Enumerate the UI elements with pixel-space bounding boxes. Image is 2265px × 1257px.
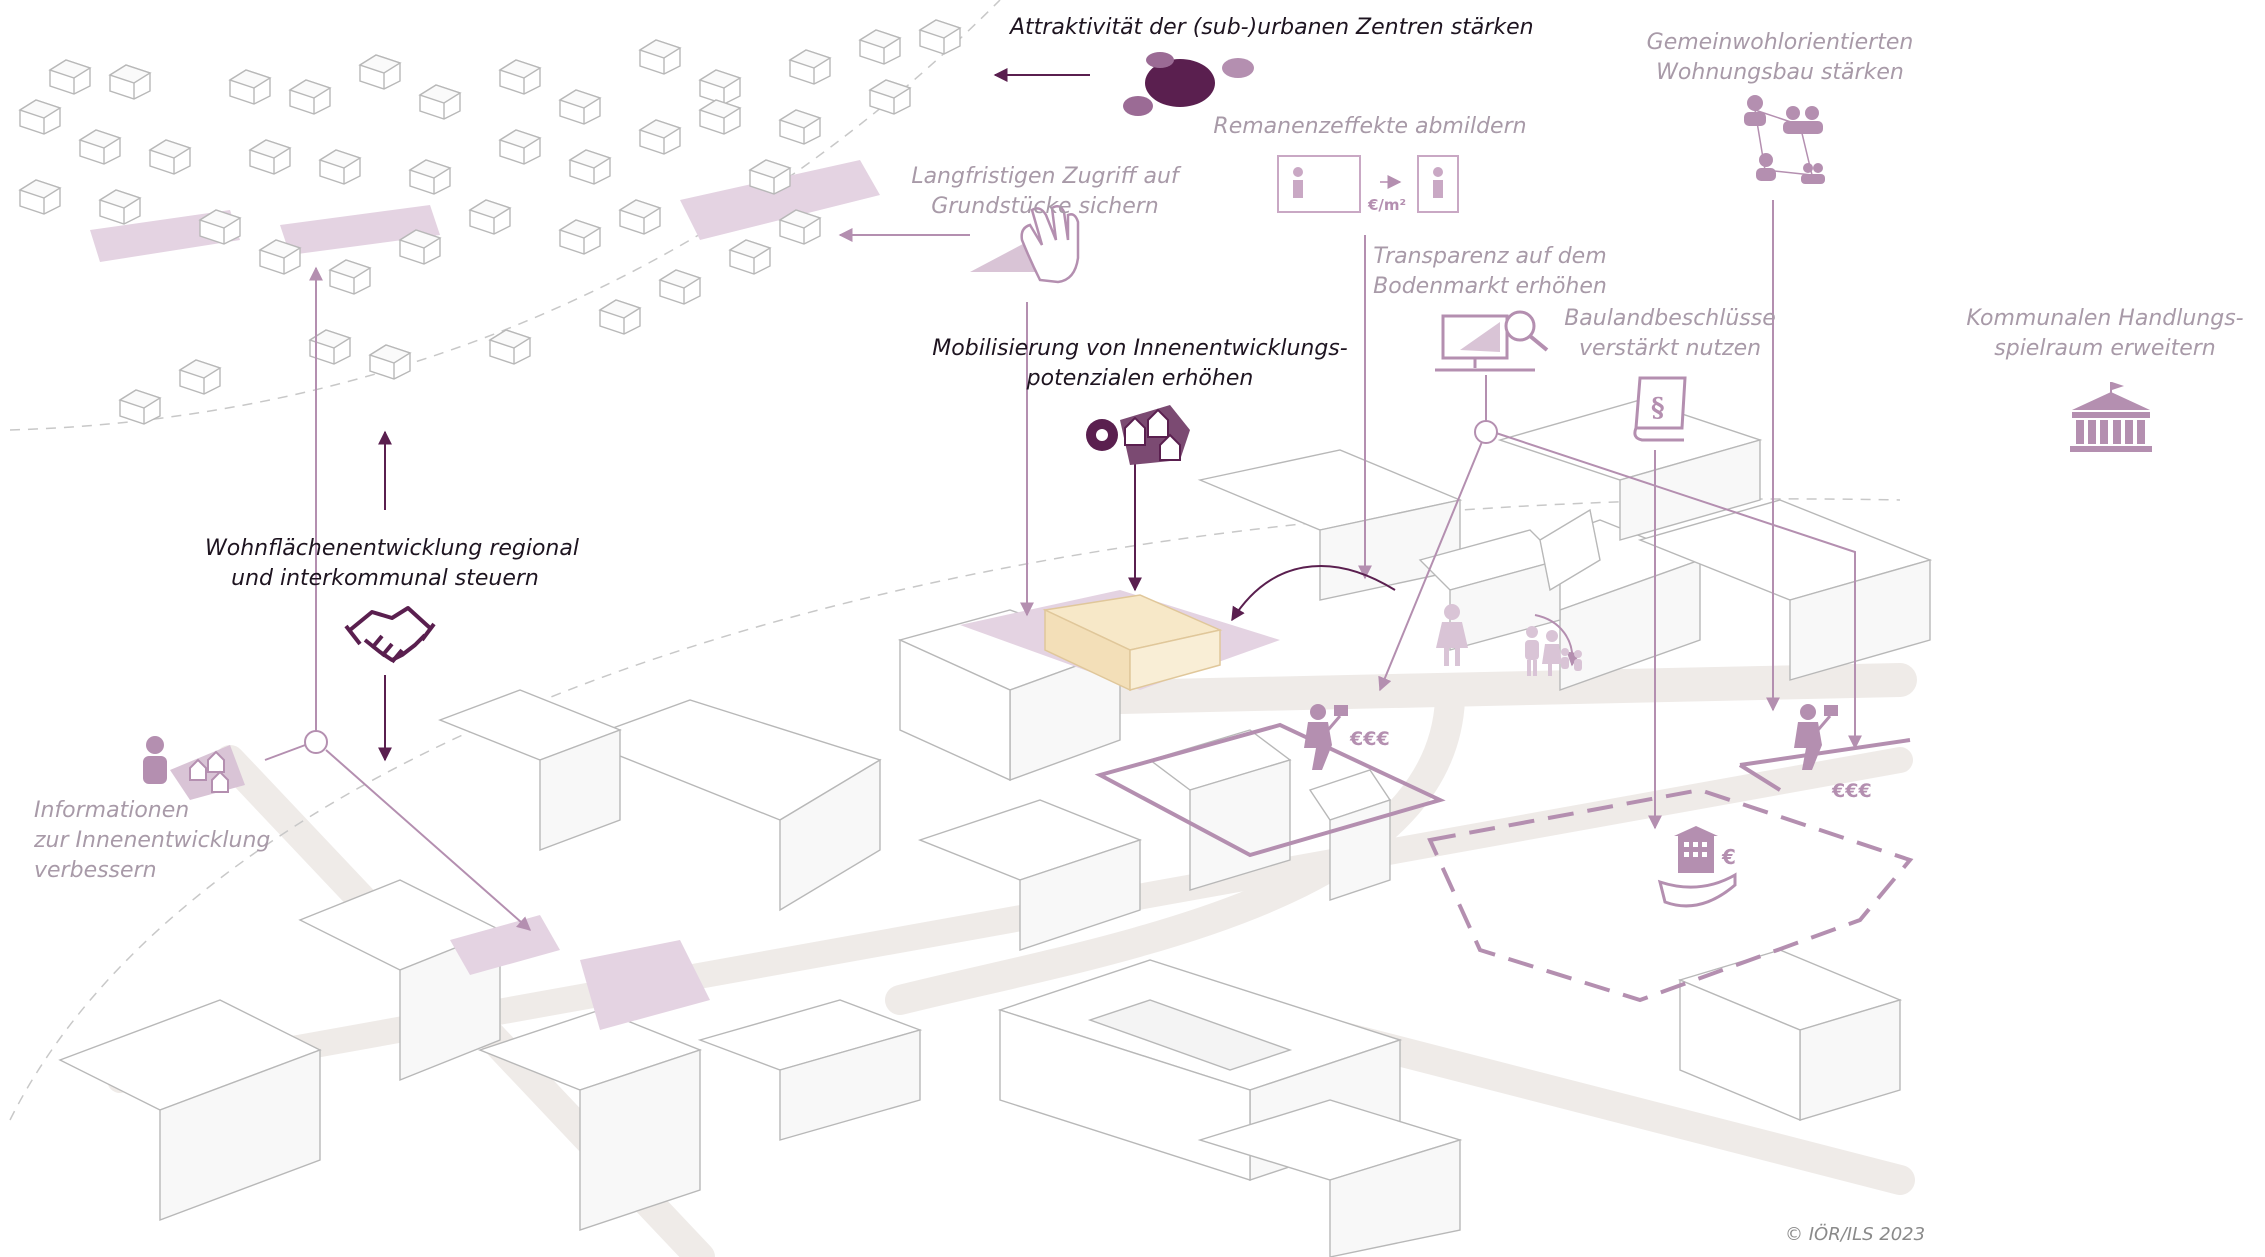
- label-bauland-line-1: Baulandbeschlüsse: [1564, 306, 1776, 331]
- label-zugriff-line-2: Grundstücke sichern: [931, 194, 1159, 219]
- handshake-icon: [344, 606, 436, 664]
- label-attraktivitaet-line: Attraktivität der (sub-)urbanen Zentren …: [1010, 15, 1534, 40]
- label-informationen-line-1: Informationen: [34, 798, 190, 823]
- land-resolution-icon: [1633, 376, 1687, 442]
- price-per-sqm-text: €/m²: [1367, 196, 1406, 214]
- euro-text: €: [1721, 845, 1736, 869]
- label-attraktivitaet: Attraktivität der (sub-)urbanen Zentren …: [1010, 13, 1534, 43]
- suburban-houses: [19, 19, 961, 425]
- information-icon: [143, 736, 245, 800]
- infill-building: [960, 590, 1280, 692]
- label-kommunal-line-2: spielraum erweitern: [1994, 336, 2216, 361]
- label-transparenz-line-2: Bodenmarkt erhöhen: [1373, 274, 1607, 299]
- development-plots: [450, 915, 710, 1030]
- investor-icon-a: [1304, 704, 1348, 770]
- label-bauland: Baulandbeschlüsse verstärkt nutzen: [1545, 304, 1795, 364]
- label-wohnflaeche-line-2: und interkommunal steuern: [231, 566, 539, 591]
- centers-icon: [1123, 52, 1254, 116]
- copyright-text: © IÖR/ILS 2023: [1785, 1224, 1926, 1245]
- region-boundaries: [9, 0, 1901, 1121]
- label-gemeinwohl: Gemeinwohlorientierten Wohnungsbau stärk…: [1630, 28, 1930, 88]
- label-gemeinwohl-line-2: Wohnungsbau stärken: [1656, 60, 1904, 85]
- connector-nodes: [304, 420, 1498, 754]
- search-monitor-icon: [1435, 310, 1549, 372]
- label-wohnflaeche: Wohnflächenentwicklung regional und inte…: [205, 534, 579, 594]
- label-informationen-line-3: verbessern: [34, 858, 157, 883]
- town-hall-icon: [2070, 382, 2152, 452]
- city-buildings: [58, 399, 1933, 1257]
- property-outlines: [1094, 722, 1911, 858]
- label-remanenz-line: Remanenzeffekte abmildern: [1213, 114, 1527, 139]
- label-transparenz-line-1: Transparenz auf dem: [1373, 244, 1607, 269]
- remanence-icon: [1277, 155, 1459, 213]
- label-zugriff-line-1: Langfristigen Zugriff auf: [911, 164, 1179, 189]
- housing-hand-icon: [1657, 826, 1737, 908]
- paragraph-text: §: [1651, 393, 1665, 423]
- euros-text-a: €€€: [1349, 728, 1390, 750]
- label-bauland-line-2: verstärkt nutzen: [1578, 336, 1762, 361]
- community-network-icon: [1744, 95, 1825, 184]
- label-informationen-line-2: zur Innenentwicklung: [34, 828, 271, 853]
- connector-lines: [264, 68, 1862, 931]
- label-kommunal-line-1: Kommunalen Handlungs-: [1966, 306, 2244, 331]
- investor-icon-b: [1794, 704, 1838, 770]
- label-wohnflaeche-line-1: Wohnflächenentwicklung regional: [205, 536, 579, 561]
- label-gemeinwohl-line-1: Gemeinwohlorientierten: [1646, 30, 1914, 55]
- label-mobilisierung-line-2: potenzialen erhöhen: [1026, 366, 1254, 391]
- label-remanenz: Remanenzeffekte abmildern: [1200, 112, 1540, 142]
- dashed-plot-outline: [1427, 787, 1914, 1003]
- label-transparenz: Transparenz auf dem Bodenmarkt erhöhen: [1355, 242, 1625, 302]
- mobilization-icon: [1086, 405, 1190, 465]
- hand-plot-icon: [970, 204, 1080, 284]
- label-mobilisierung-line-1: Mobilisierung von Innenentwicklungs-: [932, 336, 1348, 361]
- family-figures-icon: [1436, 604, 1582, 676]
- label-kommunal: Kommunalen Handlungs- spielraum erweiter…: [1960, 304, 2250, 364]
- label-informationen: Informationen zur Innenentwicklung verbe…: [34, 796, 294, 886]
- label-mobilisierung: Mobilisierung von Innenentwicklungs- pot…: [920, 334, 1360, 394]
- label-zugriff: Langfristigen Zugriff auf Grundstücke si…: [900, 162, 1190, 222]
- euros-text-b: €€€: [1831, 780, 1872, 802]
